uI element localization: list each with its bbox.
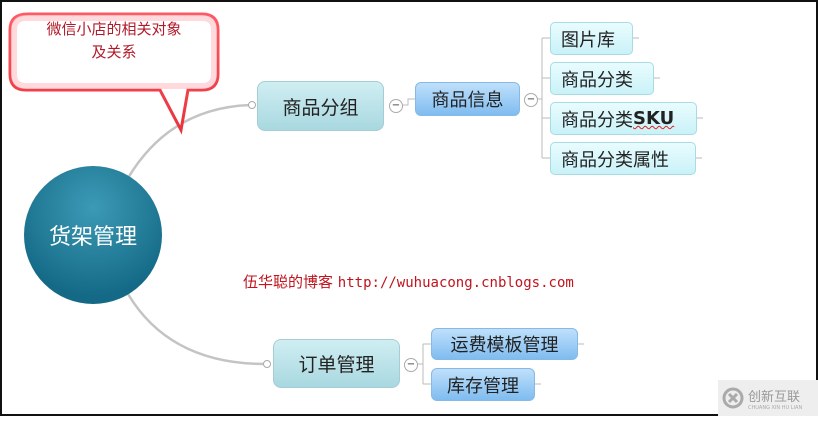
node-inventory[interactable]: 库存管理 <box>431 368 535 401</box>
node-product-info[interactable]: 商品信息 <box>415 82 520 116</box>
root-label: 货架管理 <box>48 225 137 250</box>
node-label: 商品分组 <box>282 96 359 119</box>
callout-bubble <box>8 12 220 135</box>
blog-url[interactable]: http://wuhuacong.cnblogs.com <box>337 275 574 291</box>
watermark-name: 创新互联 <box>748 389 801 405</box>
node-label: 商品信息 <box>431 90 504 111</box>
sku-label: SKU <box>633 108 675 129</box>
node-product-category[interactable]: 商品分类 <box>550 62 654 95</box>
node-product-category-attr[interactable]: 商品分类属性 <box>550 142 696 175</box>
root-to-group-line <box>126 103 251 179</box>
watermark-logo-icon <box>722 387 744 409</box>
node-label: 运费模板管理 <box>450 335 559 356</box>
node-label: 商品分类属性 <box>561 149 669 171</box>
watermark-sub: CHUANG XIN HU LIAN <box>748 404 803 411</box>
node-label: 商品分类 <box>561 109 633 131</box>
blog-name: 伍华聪的博客 <box>243 273 334 291</box>
node-label: 商品分类 <box>561 69 633 91</box>
node-label: 库存管理 <box>447 375 519 397</box>
node-shipping-template[interactable]: 运费模板管理 <box>431 328 578 360</box>
callout-line-1: 微信小店的相关对象 <box>46 20 182 38</box>
callout-line-2: 及关系 <box>91 43 137 61</box>
node-image-library[interactable]: 图片库 <box>550 22 633 55</box>
node-order-management[interactable]: 订单管理 <box>273 339 400 388</box>
collapse-toggle[interactable]: − <box>404 358 418 372</box>
node-label: 图片库 <box>561 29 615 51</box>
collapse-toggle[interactable]: − <box>524 93 538 107</box>
root-to-order-line <box>126 293 266 366</box>
callout-note: 微信小店的相关对象 及关系 <box>14 18 214 64</box>
collapse-toggle[interactable]: − <box>389 99 403 113</box>
blog-credit: 伍华聪的博客 http://wuhuacong.cnblogs.com <box>243 271 574 292</box>
node-product-group[interactable]: 商品分组 <box>257 81 384 131</box>
node-label: 订单管理 <box>298 354 375 376</box>
root-node[interactable]: 货架管理 <box>24 166 162 304</box>
